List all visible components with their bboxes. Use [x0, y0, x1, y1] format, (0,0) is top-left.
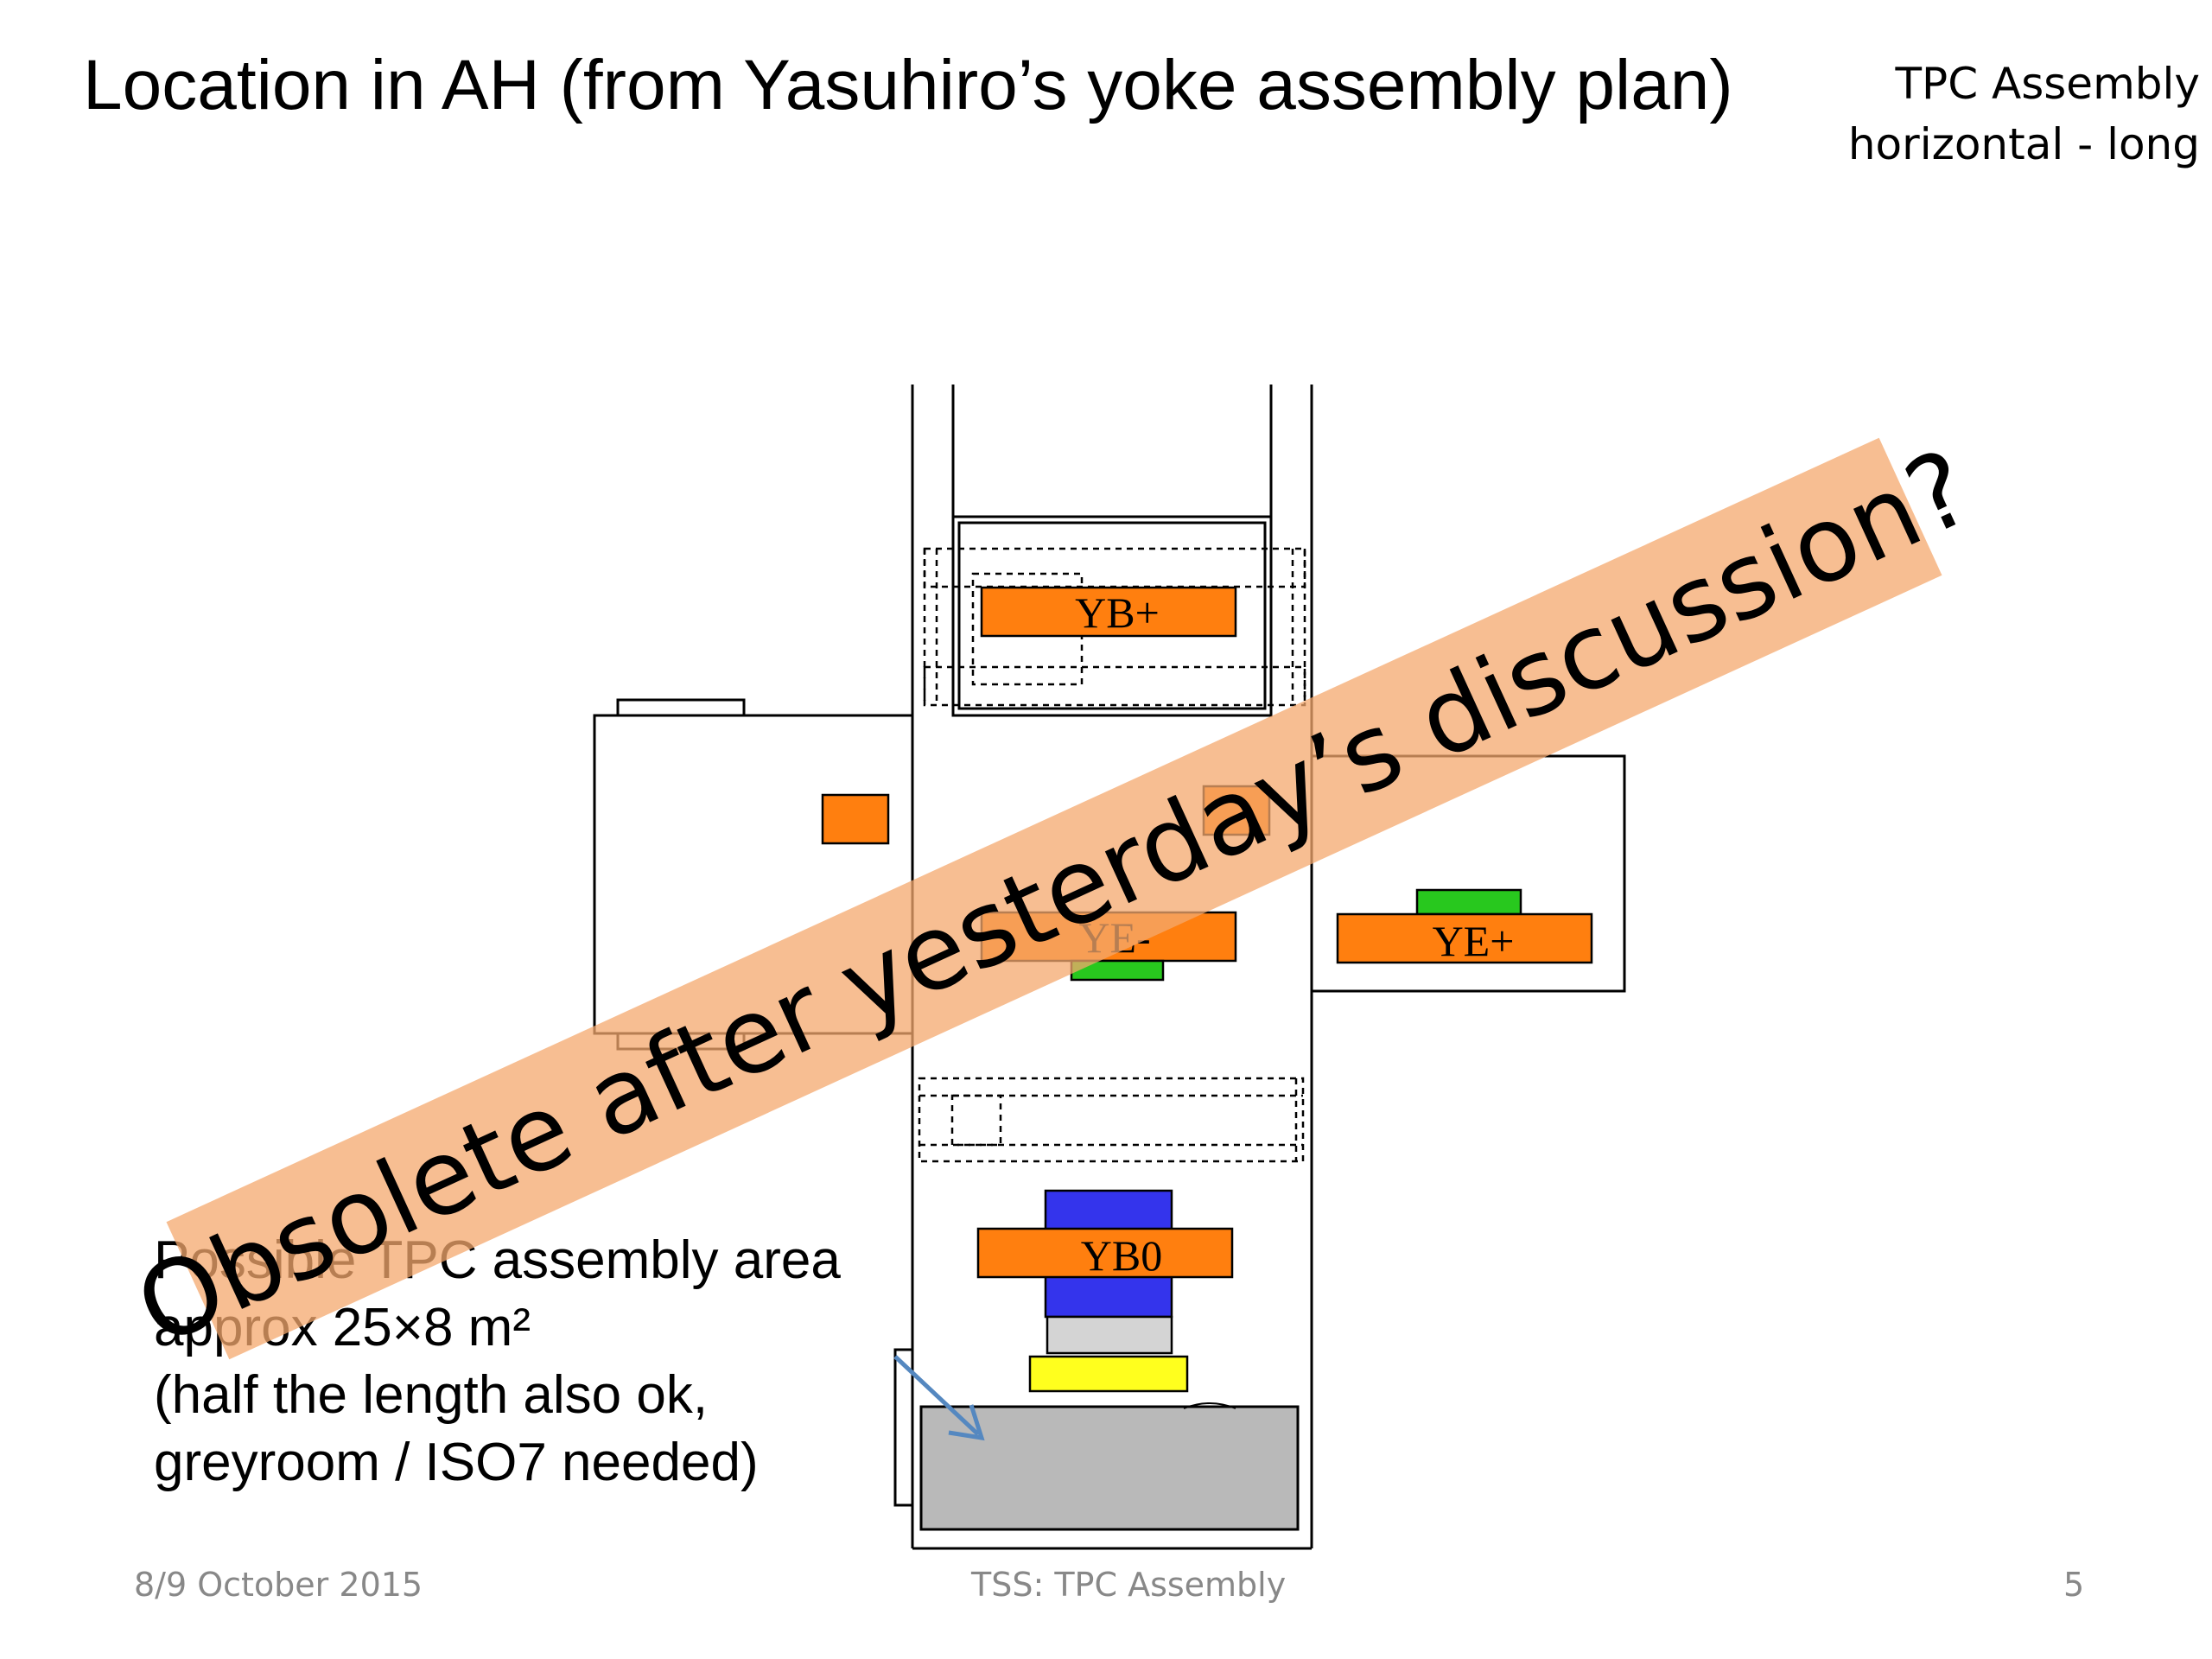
label-ye-plus: YE+ [1433, 917, 1515, 965]
block-yb-plus [980, 586, 1237, 638]
upper-frame-inner [957, 521, 1267, 710]
corner-label-line-2: horizontal - long [1847, 119, 2200, 169]
corner-label-line-1: TPC Assembly [1895, 59, 2201, 109]
block-small-left [821, 793, 890, 845]
upper-frame-outer [951, 515, 1273, 717]
slide-title: Location in AH (from Yasuhiro’s yoke ass… [83, 46, 1733, 124]
block-ye-plus [1336, 912, 1593, 964]
footer-center: TSS: TPC Assembly [971, 1566, 1287, 1604]
assembly-room-floor [919, 1405, 1300, 1531]
note-line-4: greyroom / ISO7 needed) [154, 1433, 759, 1492]
block-yb0 [976, 1227, 1234, 1279]
label-yb0: YB0 [1081, 1231, 1162, 1280]
assembly-room [893, 1348, 1300, 1531]
page-number: 5 [2063, 1566, 2085, 1604]
block-yellow-support [1028, 1355, 1189, 1393]
arrow-icon [893, 1355, 985, 1441]
block-grey-support [1046, 1315, 1173, 1355]
assembly-room-side-wall [893, 1348, 914, 1507]
lower-dashed-rails [918, 1077, 1305, 1163]
corner-label: TPC Assembly horizontal - long [1848, 54, 2200, 175]
label-yb-plus: YB+ [1075, 588, 1160, 637]
footer-date: 8/9 October 2015 [134, 1566, 423, 1604]
note-line-3: (half the length also ok, [154, 1365, 709, 1425]
block-ye-plus-green [1415, 888, 1522, 916]
